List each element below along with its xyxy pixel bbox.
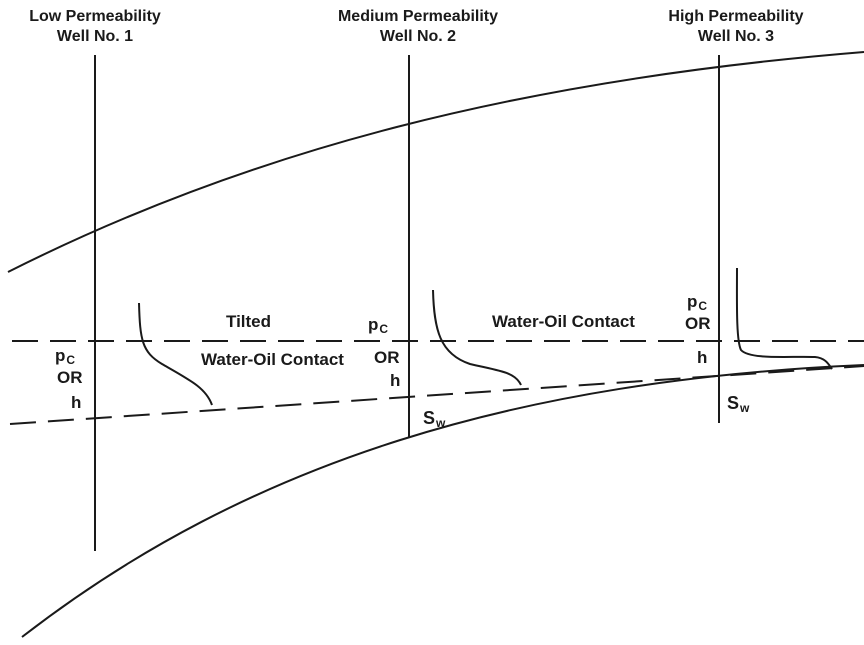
well-3-title-line1: High Permeability (668, 8, 804, 25)
tilted-water-oil-contact-line (9, 365, 864, 425)
well-2-title: Medium Permeability Well No. 2 (338, 7, 498, 47)
well-3-title: High Permeability Well No. 3 (668, 7, 803, 47)
well-3-title-line2: Well No. 3 (697, 28, 775, 45)
pc-sub-text: C (379, 322, 389, 336)
pc-curve-well-3 (735, 267, 833, 370)
pc-main-text: p (687, 292, 698, 311)
well-2-title-line1: Medium Permeability (337, 8, 499, 25)
pc-sub-text: C (66, 353, 76, 367)
h-label-well-2: h (390, 371, 401, 390)
upper-boundary-curve (7, 51, 864, 273)
pc-curve-well-2 (432, 289, 522, 386)
well-1-title: Low Permeability Well No. 1 (29, 7, 161, 47)
tilted-label: Tilted (226, 312, 272, 331)
sw-label-well-3: Sw (727, 393, 749, 415)
water-oil-contact-lower-label: Water-Oil Contact (201, 350, 344, 369)
sw-sub-text: w (436, 416, 446, 430)
well-1-title-line1: Low Permeability (29, 8, 161, 25)
or-label-well-3: OR (685, 314, 711, 333)
water-oil-contact-upper-label: Water-Oil Contact (492, 312, 635, 331)
sw-label-well-2: Sw (423, 408, 445, 430)
pc-sub-text: C (698, 299, 708, 313)
sw-sub-text: w (740, 401, 750, 415)
pc-main-text: p (55, 346, 66, 365)
sw-main-text: S (423, 408, 436, 428)
pc-label-well-1: pC (55, 346, 75, 367)
pc-label-well-2: pC (368, 315, 388, 336)
h-label-well-3: h (697, 348, 708, 367)
well-2-title-line2: Well No. 2 (379, 28, 457, 45)
well-1-title-line2: Well No. 1 (56, 28, 134, 45)
h-label-well-1: h (71, 393, 82, 412)
pc-main-text: p (368, 315, 379, 334)
or-label-well-2: OR (374, 348, 400, 367)
sw-main-text: S (727, 393, 740, 413)
pc-label-well-3: pC (687, 292, 707, 313)
pc-curve-well-1 (138, 302, 213, 406)
or-label-well-1: OR (57, 368, 83, 387)
